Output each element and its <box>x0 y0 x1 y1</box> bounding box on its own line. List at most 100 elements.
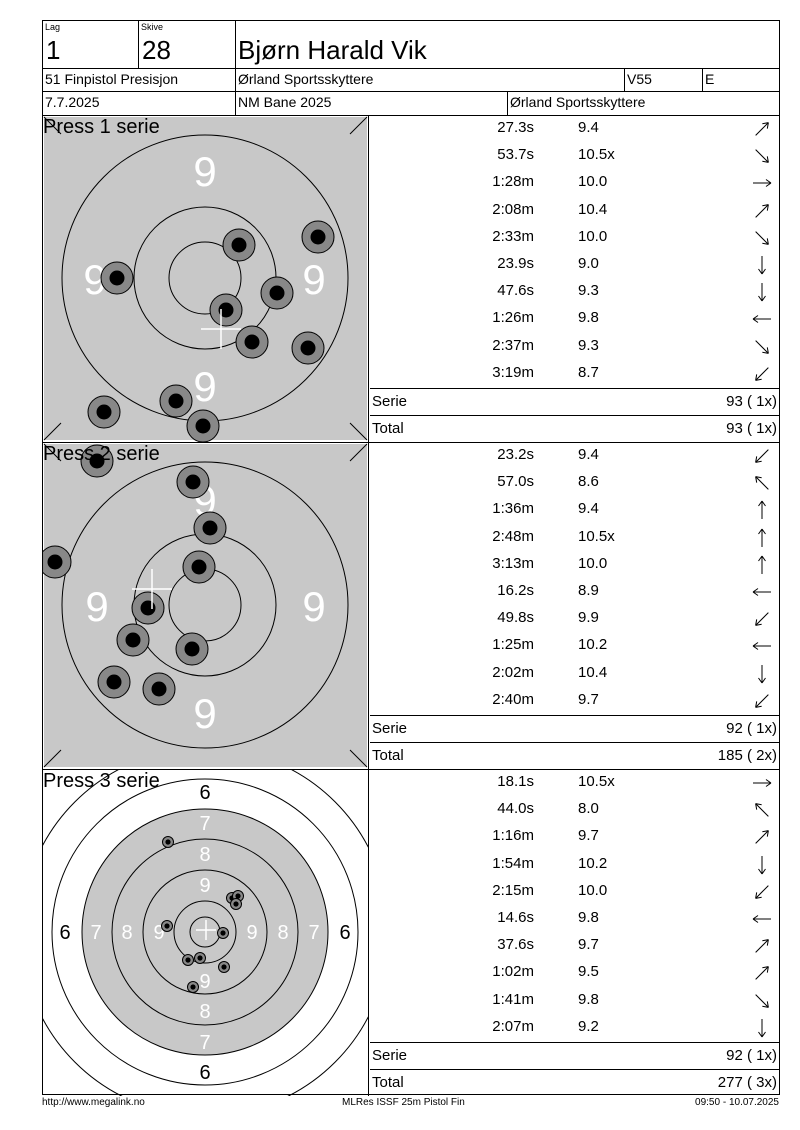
total-label: Total <box>372 747 404 764</box>
direction-arrow-icon <box>755 449 769 463</box>
group-value: E <box>705 71 715 87</box>
class-value: V55 <box>627 71 652 87</box>
shot-time: 23.9s <box>497 255 534 272</box>
shot-score: 9.2 <box>578 1017 599 1035</box>
target-svg-2: 9 9 9 9 <box>43 443 368 768</box>
series-title: Press 3 serie <box>43 770 160 792</box>
shot-score: 9.8 <box>578 909 599 926</box>
shot-time: 3:13m <box>492 554 534 572</box>
lag-cell: Lag 1 <box>43 21 139 69</box>
ring-number: 9 <box>199 875 210 897</box>
serie-label: Serie <box>372 393 408 410</box>
direction-arrow-icon <box>758 256 766 275</box>
shot-time: 2:08m <box>492 200 534 218</box>
shot-time: 44.0s <box>497 800 534 818</box>
serie-value: 93 ( 1x) <box>726 393 777 410</box>
shot-time: 1:28m <box>492 173 534 191</box>
shot-time: 1:54m <box>492 854 534 872</box>
shot-hole <box>291 331 325 365</box>
organizer-value: Ørland Sportsskyttere <box>510 94 646 110</box>
shot-hole <box>230 898 242 910</box>
target-view-1: 9 9 9 9 <box>43 116 369 442</box>
shot-score: 8.0 <box>578 800 599 818</box>
event-name: 51 Finpistol Presisjon <box>45 71 179 87</box>
target-svg-1: 9 9 9 9 <box>43 116 368 442</box>
ring-number: 6 <box>199 782 210 804</box>
direction-arrow-icon <box>755 939 769 953</box>
direction-arrow-icon <box>755 694 769 708</box>
shot-time: 2:48m <box>492 527 534 545</box>
series-title: Press 1 serie <box>43 116 160 138</box>
shot-time: 2:40m <box>492 690 534 708</box>
mean-point-cross <box>196 920 216 940</box>
ring-number: 9 <box>153 922 164 944</box>
direction-arrow-icon <box>752 915 771 923</box>
direction-arrow-icon <box>758 664 766 683</box>
shot-hole <box>235 325 269 359</box>
shot-score: 10.5x <box>578 527 615 545</box>
shot-hole <box>187 981 199 993</box>
ring-number: 8 <box>277 922 288 944</box>
shot-hole <box>175 632 209 666</box>
shot-score: 9.3 <box>578 336 599 354</box>
target-view-2: 9 9 9 9 <box>43 443 369 769</box>
serie-row: Serie 93 ( 1x) <box>370 388 779 415</box>
footer-software: MLRes ISSF 25m Pistol Fin <box>342 1097 465 1108</box>
shot-time: 23.2s <box>497 446 534 463</box>
shot-hole <box>161 920 173 932</box>
shot-score: 8.7 <box>578 363 599 381</box>
ring-number: 9 <box>246 922 257 944</box>
direction-arrow-icon <box>755 149 769 164</box>
date-value: 7.7.2025 <box>45 94 100 110</box>
serie-value: 92 ( 1x) <box>726 1047 777 1064</box>
ring-number: 9 <box>193 148 216 195</box>
shot-score: 9.7 <box>578 936 599 954</box>
direction-arrow-icon <box>758 555 766 574</box>
shot-hole <box>194 952 206 964</box>
direction-arrow-icon <box>755 476 769 490</box>
venue-value: NM Bane 2025 <box>238 94 332 110</box>
shot-hole <box>182 954 194 966</box>
direction-arrow-icon <box>755 803 769 817</box>
shot-score: 10.2 <box>578 636 608 654</box>
shot-score: 10.0 <box>578 173 608 191</box>
direction-arrow-icon <box>758 855 766 874</box>
shot-hole <box>162 836 174 848</box>
total-label: Total <box>372 420 404 437</box>
ring-number: 9 <box>85 583 108 630</box>
shot-hole <box>176 465 210 499</box>
footer-url: http://www.megalink.no <box>42 1097 145 1108</box>
shot-score: 9.4 <box>578 446 599 463</box>
shot-hole <box>100 261 134 295</box>
shot-hole <box>301 220 335 254</box>
skive-value: 28 <box>142 35 171 65</box>
direction-arrow-icon <box>755 122 769 136</box>
shot-holes <box>87 220 335 442</box>
ring-number: 9 <box>193 690 216 737</box>
direction-arrow-icon <box>755 339 769 354</box>
shot-time: 53.7s <box>497 146 534 164</box>
ring-number: 7 <box>90 922 101 944</box>
direction-arrow-icon <box>755 993 769 1008</box>
shot-score: 10.5x <box>578 773 615 790</box>
venue-cell: NM Bane 2025 <box>236 92 508 116</box>
ring-number: 9 <box>302 256 325 303</box>
shot-hole <box>193 511 227 545</box>
ring-number: 9 <box>302 583 325 630</box>
shot-row: 2:48m 10.5x <box>370 525 779 552</box>
direction-arrow-icon <box>755 231 769 245</box>
